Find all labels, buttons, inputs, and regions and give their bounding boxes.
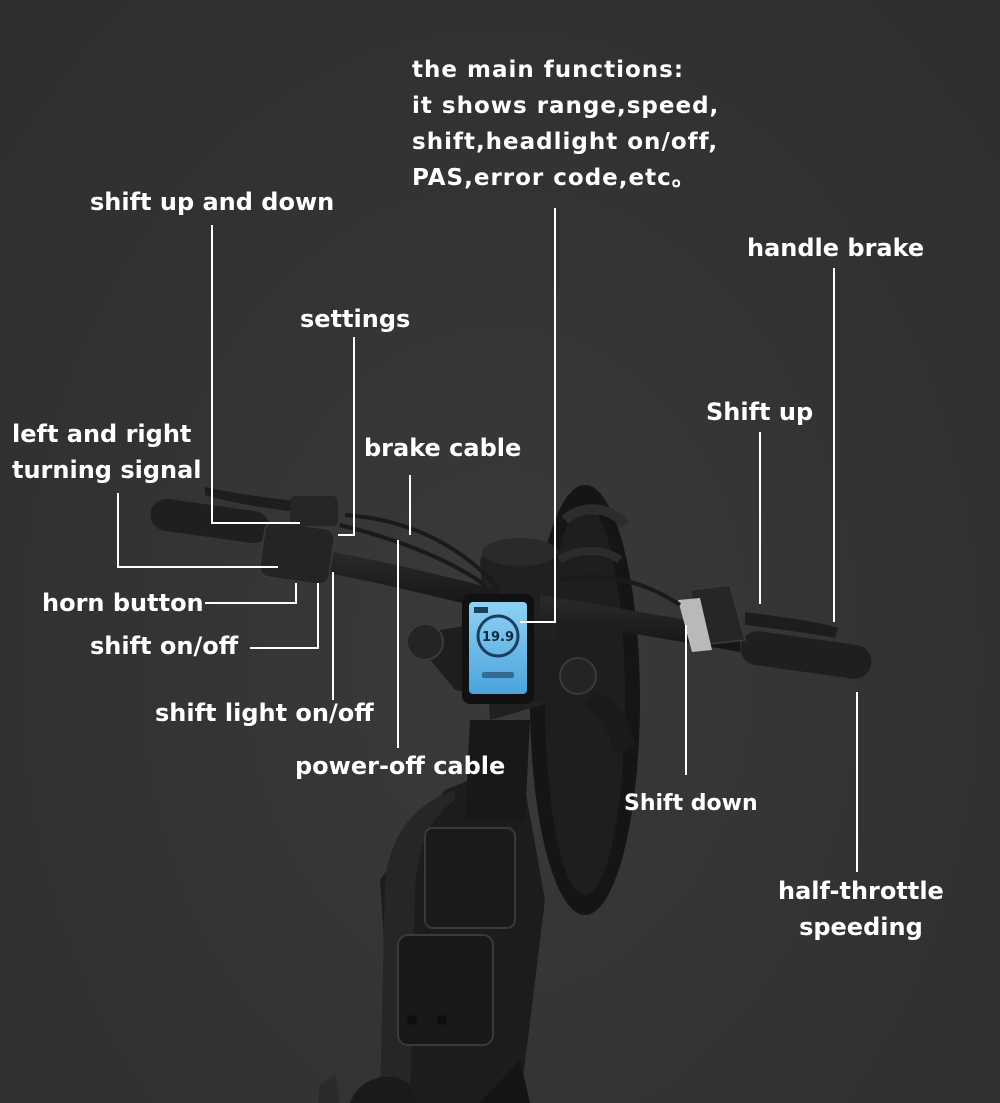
right-handlebar <box>540 584 872 679</box>
label-shift-up: Shift up <box>706 398 814 426</box>
turning-signal-line1: left and right <box>12 420 192 448</box>
label-shift-up-down: shift up and down <box>90 188 335 216</box>
label-main-functions: the main functions: it shows range,speed… <box>412 52 719 196</box>
main-functions-line2: it shows range,speed, <box>412 93 720 119</box>
label-shift-on-off: shift on/off <box>90 632 239 660</box>
label-half-throttle: half-throttle speeding <box>778 873 944 945</box>
half-throttle-line1: half-throttle <box>778 877 944 905</box>
display-speed: 19.9 <box>482 630 514 645</box>
label-settings: settings <box>300 305 411 333</box>
half-throttle-line2: speeding <box>799 913 923 941</box>
cables <box>339 513 682 607</box>
label-shift-light: shift light on/off <box>155 699 374 727</box>
lcd-display: 19.9 <box>462 594 534 704</box>
label-handle-brake: handle brake <box>747 234 925 262</box>
label-shift-down: Shift down <box>624 791 758 816</box>
main-functions-line3: shift,headlight on/off, <box>412 129 719 155</box>
label-horn-button: horn button <box>42 589 204 617</box>
label-brake-cable: brake cable <box>364 434 522 462</box>
main-functions-line1: the main functions: <box>412 57 685 83</box>
turning-signal-line2: turning signal <box>12 456 202 484</box>
label-turning-signal: left and right turning signal <box>12 416 202 488</box>
frame <box>318 760 545 1103</box>
label-power-off-cable: power-off cable <box>295 752 506 780</box>
main-functions-line4: PAS,error code,etc。 <box>412 165 696 191</box>
